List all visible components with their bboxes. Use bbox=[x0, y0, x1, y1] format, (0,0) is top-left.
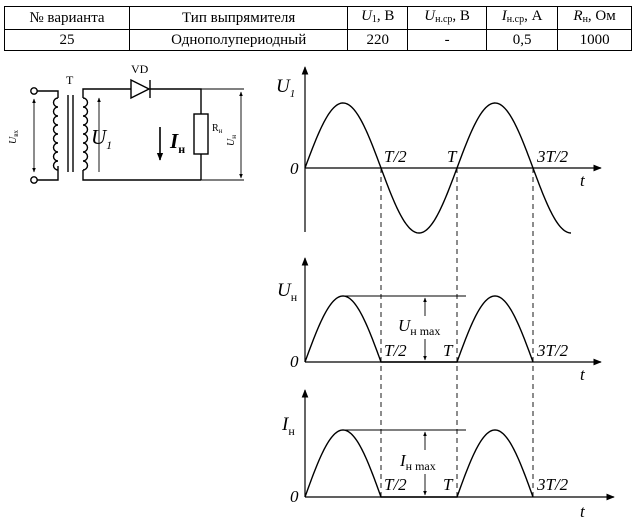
uload-label: Uн bbox=[226, 135, 238, 146]
in-origin-label: 0 bbox=[290, 487, 299, 506]
u1-chart: U1 0 T/2 T 3T/2 t bbox=[276, 66, 602, 234]
dashed-guides bbox=[380, 168, 534, 497]
svg-text:Uн: Uн bbox=[226, 135, 238, 146]
primary-coil bbox=[52, 97, 59, 171]
un-origin-label: 0 bbox=[290, 352, 299, 371]
in-max-label: Iн max bbox=[399, 451, 436, 473]
u1-sine-curve bbox=[304, 102, 572, 234]
u1-tick-half: T/2 bbox=[384, 147, 407, 166]
resistor-label: Rн bbox=[212, 123, 223, 135]
u1-circuit-label: U1 bbox=[91, 125, 112, 152]
u1-tick-full: T bbox=[447, 147, 458, 166]
header-rn: Rн, Ом bbox=[557, 6, 632, 30]
cell-u1: 220 bbox=[347, 29, 409, 51]
u1-axis-label: U1 bbox=[276, 76, 295, 100]
u1-tick-3half: 3T/2 bbox=[536, 147, 569, 166]
transformer-label: T bbox=[66, 73, 74, 87]
table-header-row: № варианта Тип выпрямителя U1, В Uн.ср, … bbox=[4, 6, 632, 30]
diode-label: VD bbox=[131, 62, 149, 76]
input-terminal-bottom bbox=[30, 176, 38, 184]
un-tick-3half: 3T/2 bbox=[536, 341, 569, 360]
primary-lead-top bbox=[37, 90, 59, 98]
input-terminal-top bbox=[30, 87, 38, 95]
header-rectifier-type: Тип выпрямителя bbox=[128, 6, 349, 30]
header-variant: № варианта bbox=[4, 6, 130, 30]
cell-un-avg: - bbox=[407, 29, 488, 51]
un-max-label: Uн max bbox=[398, 316, 440, 338]
secondary-lead-bottom bbox=[82, 170, 201, 181]
table-row: 25 Однополупериодный 220 - 0,5 1000 bbox=[4, 29, 632, 51]
un-chart: Uн Uн max 0 T/2 T 3T/2 t bbox=[277, 257, 602, 384]
un-tick-full: T bbox=[443, 341, 454, 360]
iload-circuit-label: Iн bbox=[169, 129, 185, 156]
in-chart: Iн Iн max 0 T/2 T 3T/2 t bbox=[281, 389, 615, 521]
svg-text:Uвх: Uвх bbox=[8, 129, 20, 144]
u1-t-label: t bbox=[580, 171, 586, 190]
un-t-label: t bbox=[580, 365, 586, 384]
cell-variant: 25 bbox=[4, 29, 130, 51]
cell-rectifier-type: Однополупериодный bbox=[128, 29, 349, 51]
secondary-coil bbox=[82, 97, 89, 171]
in-t-label: t bbox=[580, 502, 586, 521]
u1-origin-label: 0 bbox=[290, 159, 299, 178]
header-un-avg: Uн.ср, В bbox=[407, 6, 488, 30]
parameters-table: № варианта Тип выпрямителя U1, В Uн.ср, … bbox=[4, 6, 632, 51]
cell-in-avg: 0,5 bbox=[486, 29, 559, 51]
in-tick-3half: 3T/2 bbox=[536, 475, 569, 494]
in-axis-label: Iн bbox=[281, 414, 295, 438]
diode-vd bbox=[130, 78, 151, 100]
in-tick-half: T/2 bbox=[384, 475, 407, 494]
load-resistor bbox=[193, 113, 209, 155]
secondary-lead-top bbox=[82, 88, 131, 98]
un-axis-label: Uн bbox=[277, 280, 298, 304]
diode-lead-right bbox=[150, 88, 202, 114]
cell-rn: 1000 bbox=[557, 29, 632, 51]
un-tick-half: T/2 bbox=[384, 341, 407, 360]
rectifier-circuit bbox=[30, 78, 244, 184]
in-tick-full: T bbox=[443, 475, 454, 494]
uin-label: Uвх bbox=[8, 129, 20, 144]
